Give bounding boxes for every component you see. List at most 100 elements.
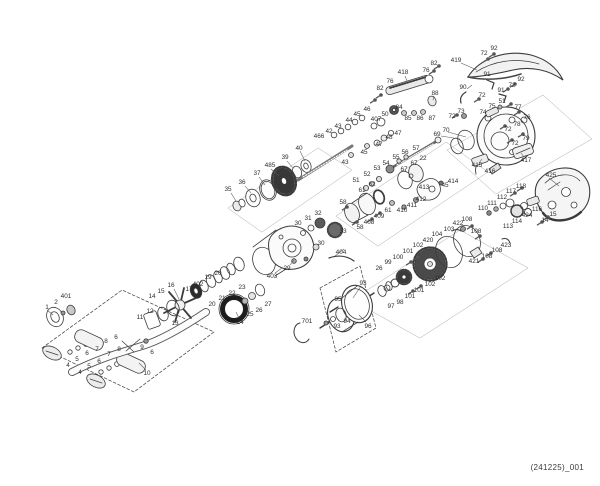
part-number-label: 118 bbox=[516, 183, 527, 190]
part-shape bbox=[524, 208, 532, 216]
part-number-label: 37 bbox=[253, 170, 261, 177]
part-shape bbox=[392, 108, 396, 112]
part-shape bbox=[395, 268, 413, 286]
leader-line bbox=[289, 259, 295, 266]
part-number-label: 411 bbox=[407, 202, 418, 209]
part-number-label: 22 bbox=[419, 155, 427, 162]
part-number-label: 99 bbox=[384, 259, 392, 266]
part-shape bbox=[428, 185, 436, 193]
leader-line bbox=[270, 168, 280, 177]
part-number-label: 101 bbox=[403, 248, 414, 255]
part-shape bbox=[335, 141, 489, 247]
part-number-label: 75 bbox=[488, 103, 496, 110]
part-shape bbox=[427, 261, 433, 267]
part-number-label: 110 bbox=[478, 205, 489, 212]
part-shape bbox=[541, 210, 583, 222]
part-number-label: 422 bbox=[453, 220, 464, 227]
part-shape bbox=[303, 256, 309, 262]
parts-artwork-layer bbox=[41, 52, 593, 393]
part-shape bbox=[435, 235, 463, 269]
part-number-label: 20 bbox=[214, 270, 222, 277]
part-number-label: 90 bbox=[459, 84, 467, 91]
part-number-label: 425 bbox=[546, 172, 557, 179]
part-number-label: 46 bbox=[363, 106, 371, 113]
part-shape bbox=[387, 129, 394, 136]
leader-line bbox=[299, 150, 306, 162]
part-number-label: 101 bbox=[405, 293, 416, 300]
part-shape bbox=[330, 316, 336, 322]
screw-part bbox=[412, 255, 420, 261]
part-number-label: 13 bbox=[171, 320, 179, 327]
part-shape bbox=[544, 174, 581, 184]
part-shape bbox=[326, 221, 344, 239]
screw-part bbox=[482, 57, 490, 63]
part-shape bbox=[364, 143, 370, 149]
part-shape bbox=[358, 114, 366, 122]
part-shape bbox=[280, 177, 288, 185]
part-number-label: 92 bbox=[517, 76, 525, 83]
part-number-label: 414 bbox=[448, 178, 459, 185]
part-number-label: 421 bbox=[469, 258, 480, 265]
part-number-label: 61 bbox=[384, 207, 392, 214]
part-shape bbox=[547, 200, 557, 210]
leader-line bbox=[460, 62, 478, 71]
screw-part bbox=[536, 220, 544, 226]
part-shape bbox=[501, 238, 511, 244]
part-shape bbox=[344, 288, 370, 320]
part-shape bbox=[252, 229, 277, 248]
leader-line bbox=[274, 267, 283, 274]
part-number-label: 30 bbox=[317, 240, 325, 247]
part-number-label: 98 bbox=[396, 299, 404, 306]
part-number-label: 101 bbox=[414, 287, 425, 294]
part-shape bbox=[396, 143, 434, 166]
leader-line bbox=[235, 311, 240, 319]
part-number-label: 72 bbox=[448, 113, 456, 120]
leader-line bbox=[258, 176, 266, 186]
part-shape bbox=[475, 60, 540, 73]
part-number-label: 108 bbox=[492, 247, 503, 254]
leader-line bbox=[478, 158, 483, 164]
part-shape bbox=[377, 285, 387, 297]
part-shape bbox=[163, 287, 197, 323]
part-shape bbox=[385, 281, 393, 291]
part-shape bbox=[508, 116, 516, 124]
part-shape bbox=[493, 206, 499, 212]
screw-part bbox=[451, 113, 459, 119]
leader-line bbox=[447, 131, 467, 138]
screw-part bbox=[369, 98, 377, 104]
part-number-label: 77 bbox=[514, 104, 522, 111]
part-number-label: 69 bbox=[433, 131, 441, 138]
part-shape bbox=[348, 152, 354, 158]
screw-part bbox=[341, 205, 349, 211]
part-number-label: 485 bbox=[265, 162, 276, 169]
part-number-label: 415 bbox=[472, 162, 483, 169]
part-shape bbox=[193, 287, 199, 295]
part-shape bbox=[451, 229, 462, 232]
part-number-label: 5 bbox=[75, 356, 79, 363]
part-shape bbox=[485, 106, 499, 118]
part-shape bbox=[457, 129, 475, 151]
part-shape bbox=[570, 201, 578, 209]
screw-part bbox=[466, 224, 474, 230]
part-shape bbox=[74, 329, 104, 351]
part-number-label: 408 bbox=[364, 219, 375, 226]
part-number-label: 74 bbox=[479, 109, 487, 116]
part-number-label: 7 bbox=[107, 351, 111, 358]
part-shape bbox=[278, 234, 284, 240]
part-number-label: 117 bbox=[506, 188, 517, 195]
part-shape bbox=[300, 230, 306, 236]
part-number-label: 82 bbox=[376, 85, 384, 92]
screw-part bbox=[517, 132, 525, 138]
screw-part bbox=[509, 82, 517, 88]
part-number-label: 26 bbox=[375, 265, 383, 272]
part-number-label: 7 bbox=[95, 346, 99, 353]
part-shape bbox=[341, 285, 358, 299]
screw-part bbox=[374, 211, 382, 217]
part-number-label: 8 bbox=[117, 346, 121, 353]
part-number-label: 404 bbox=[336, 249, 347, 256]
part-number-label: 403 bbox=[267, 273, 278, 280]
part-number-label: 401 bbox=[61, 293, 72, 300]
part-number-label: 6 bbox=[114, 334, 118, 341]
part-number-label: 14 bbox=[541, 217, 549, 224]
part-shape bbox=[50, 311, 60, 323]
